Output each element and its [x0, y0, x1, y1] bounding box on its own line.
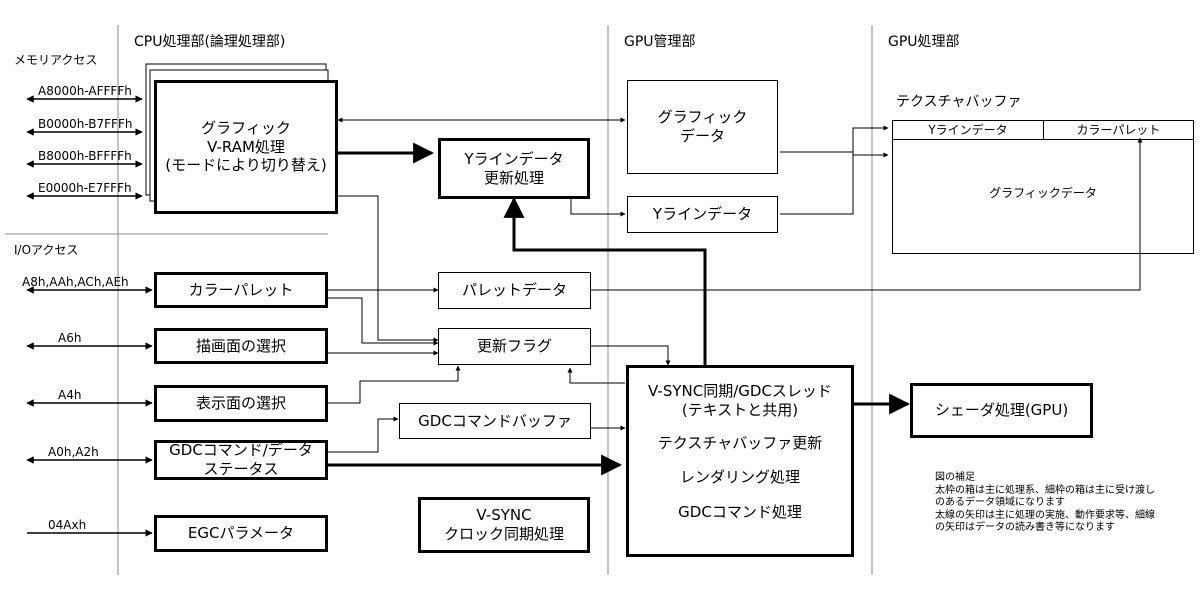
display-plane-select-box: 表示面の選択 [154, 385, 328, 422]
io-port-label: A8h,AAh,ACh,AEh [22, 275, 129, 289]
io-port-label: A0h,A2h [48, 445, 99, 459]
yline-update-line: 更新処理 [483, 168, 544, 187]
io-port-arrows [26, 286, 153, 537]
update-flag-box: 更新フラグ [438, 328, 591, 365]
vsync-thread-line: V-SYNC同期/GDCスレッド [648, 382, 832, 400]
vsync-clock-box: V-SYNC クロック同期処理 [418, 497, 590, 553]
memory-port-label: B0000h-B7FFFh [38, 117, 133, 131]
vsync-thread-line: レンダリング処理 [679, 468, 800, 487]
gpu-management-section-title: GPU管理部 [624, 34, 696, 50]
gdc-command-buffer-box: GDCコマンドバッファ [399, 403, 591, 439]
vram-line: V-RAM処理 [207, 137, 285, 156]
vsync-thread-line: GDCコマンド処理 [678, 503, 802, 521]
yline-update-box: Yラインデータ 更新処理 [438, 138, 590, 199]
memory-access-label: メモリアクセス [14, 53, 98, 67]
palette-data-box: パレットデータ [438, 272, 591, 309]
shader-processing-label: シェーダ処理(GPU) [934, 401, 1069, 420]
gdc-command-line: GDCコマンド/データ [169, 441, 313, 460]
legend-line: の矢印はデータの読み書き等になります [935, 522, 1115, 533]
thin-arrows [328, 117, 1143, 453]
draw-plane-select-box: 描画面の選択 [154, 328, 328, 364]
egc-parameter-label: EGCパラメータ [187, 524, 295, 543]
vsync-gdc-thread-box: V-SYNC同期/GDCスレッド (テキストと共用) テクスチャバッファ更新 レ… [626, 365, 854, 557]
shader-processing-box: シェーダ処理(GPU) [910, 383, 1093, 438]
vsync-thread-line: テクスチャバッファ更新 [657, 433, 823, 452]
vram-line: グラフィック [201, 118, 291, 137]
texture-graphic-data-label: グラフィックデータ [989, 186, 1097, 200]
gdc-command-buffer-label: GDCコマンドバッファ [418, 411, 572, 430]
memory-port-arrows [26, 95, 143, 200]
io-access-label: I/Oアクセス [14, 243, 79, 257]
vsync-thread-line: (テキストと共用) [681, 400, 799, 419]
memory-port-label: B8000h-BFFFFh [38, 149, 132, 163]
gpu-processing-section-title: GPU処理部 [888, 34, 960, 50]
legend-note: 図の補足 太枠の箱は主に処理系、細枠の箱は主に受け渡し のあるデータ領域になりま… [935, 472, 1155, 535]
memory-port-label: E0000h-E7FFFh [38, 181, 132, 195]
texture-yline-cell: Yラインデータ [893, 121, 1044, 139]
legend-line: 太線の矢印は主に処理の実施、動作要求等、細線 [935, 509, 1155, 521]
yline-data-label: Yラインデータ [652, 205, 753, 224]
yline-data-box: Yラインデータ [627, 196, 778, 233]
graphic-data-line: グラフィック [657, 108, 748, 127]
legend-line: 図の補足 [935, 472, 975, 483]
texture-buffer-header-row: Yラインデータ カラーパレット [893, 121, 1193, 140]
palette-data-label: パレットデータ [461, 281, 567, 300]
graphic-data-line: データ [679, 127, 725, 145]
io-port-label: A4h [58, 388, 82, 402]
gdc-command-data-box: GDCコマンド/データ ステータス [154, 440, 328, 480]
update-flag-label: 更新フラグ [476, 337, 552, 356]
display-plane-select-label: 表示面の選択 [195, 394, 286, 413]
texture-buffer-title: テクスチャバッファ [896, 94, 1022, 110]
texture-palette-cell: カラーパレット [1076, 123, 1161, 137]
vsync-clock-line: V-SYNC [476, 506, 532, 525]
memory-port-label: A8000h-AFFFFh [38, 84, 132, 98]
cpu-section-title: CPU処理部(論理処理部) [134, 34, 286, 50]
yline-update-line: Yラインデータ [464, 149, 564, 168]
texture-buffer-box: Yラインデータ カラーパレット グラフィックデータ [892, 120, 1194, 254]
legend-line: のあるデータ領域になります [935, 497, 1065, 508]
gdc-command-line: ステータス [203, 460, 279, 478]
draw-plane-select-label: 描画面の選択 [195, 336, 286, 355]
thick-arrows [328, 142, 911, 476]
legend-line: 太枠の箱は主に処理系、細枠の箱は主に受け渡し [935, 484, 1155, 496]
color-palette-label: カラーパレット [188, 280, 294, 299]
vram-processing-box: グラフィック V-RAM処理 (モードにより切り替え) [154, 80, 338, 214]
egc-parameter-box: EGCパラメータ [154, 515, 328, 552]
vsync-clock-line: クロック同期処理 [443, 525, 564, 543]
column-separators [5, 25, 873, 575]
vram-line: (モードにより切り替え) [165, 156, 327, 175]
graphic-data-box: グラフィック データ [627, 80, 778, 174]
io-port-label: 04Axh [48, 518, 87, 532]
color-palette-box: カラーパレット [154, 272, 328, 308]
io-port-label: A6h [58, 331, 82, 345]
